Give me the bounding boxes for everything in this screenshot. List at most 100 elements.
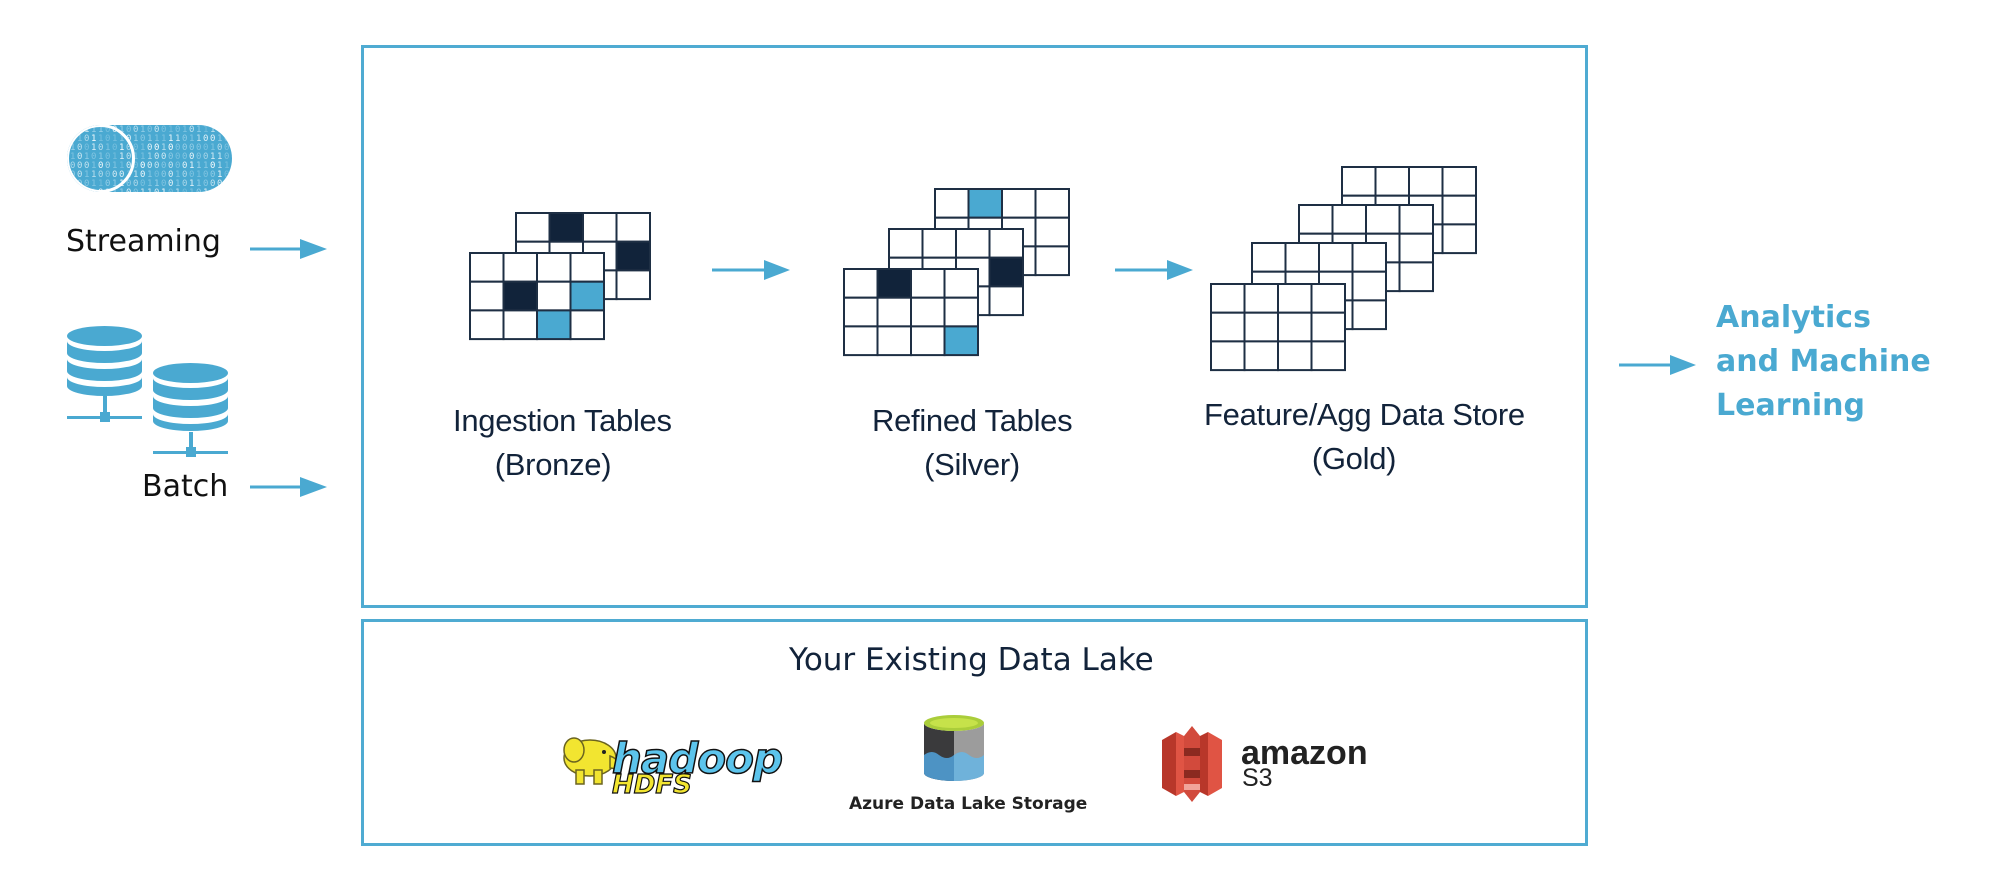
silver-table-icon <box>843 268 979 357</box>
svg-text:1: 1 <box>175 134 180 144</box>
svg-text:1: 1 <box>224 161 229 171</box>
table-cell <box>910 268 946 299</box>
output-line-3: Learning <box>1716 388 1865 423</box>
table-cell <box>582 212 618 243</box>
svg-text:1: 1 <box>231 170 236 180</box>
svg-text:0: 0 <box>70 125 75 135</box>
table-cell <box>569 280 605 312</box>
svg-text:0: 0 <box>98 188 103 198</box>
svg-text:1: 1 <box>84 170 89 180</box>
table-cell <box>988 256 1024 288</box>
svg-text:1: 1 <box>175 188 180 198</box>
svg-text:0: 0 <box>161 125 166 135</box>
silver-to-gold-arrow-icon <box>1115 260 1193 280</box>
svg-text:1: 1 <box>161 188 166 198</box>
table-cell <box>943 325 979 357</box>
database-servers-icon <box>67 326 228 457</box>
table-cell <box>1441 223 1477 255</box>
svg-text:0: 0 <box>203 179 208 189</box>
svg-text:0: 0 <box>154 170 159 180</box>
svg-text:0: 0 <box>77 161 82 171</box>
svg-text:0: 0 <box>189 170 194 180</box>
svg-text:0: 0 <box>168 179 173 189</box>
svg-text:0: 0 <box>203 170 208 180</box>
svg-text:0: 0 <box>161 179 166 189</box>
hadoop-wordmark: hadoop <box>611 733 784 784</box>
output-line-1: Analytics <box>1716 300 1871 335</box>
svg-text:0: 0 <box>182 188 187 198</box>
svg-text:0: 0 <box>224 170 229 180</box>
svg-text:0: 0 <box>189 125 194 135</box>
table-cell <box>1284 242 1320 273</box>
analytics-ml-label: Analytics and Machine Learning <box>1716 296 1931 428</box>
gold-stage-label: Feature/Agg Data Store (Gold) <box>1204 393 1525 481</box>
svg-text:1: 1 <box>70 152 75 162</box>
svg-text:0: 0 <box>231 134 236 144</box>
table-cell <box>1441 166 1477 197</box>
table-cell <box>1310 311 1346 343</box>
svg-text:1: 1 <box>98 134 103 144</box>
svg-text:0: 0 <box>154 152 159 162</box>
table-cell <box>1001 188 1037 219</box>
table-cell <box>1374 166 1410 197</box>
table-cell <box>943 296 979 328</box>
table-cell <box>1243 283 1279 314</box>
svg-text:1: 1 <box>112 152 117 162</box>
svg-text:0: 0 <box>161 170 166 180</box>
svg-text:0: 0 <box>140 161 145 171</box>
svg-text:1: 1 <box>119 125 124 135</box>
svg-text:0: 0 <box>175 143 180 153</box>
svg-text:0: 0 <box>217 143 222 153</box>
svg-text:1: 1 <box>210 143 215 153</box>
svg-text:0: 0 <box>77 188 82 198</box>
svg-text:1: 1 <box>105 143 110 153</box>
svg-text:0: 0 <box>77 152 82 162</box>
svg-text:0: 0 <box>168 152 173 162</box>
svg-text:0: 0 <box>84 161 89 171</box>
svg-text:0: 0 <box>168 170 173 180</box>
table-cell <box>1210 340 1246 372</box>
svg-text:0: 0 <box>126 179 131 189</box>
table-cell <box>615 269 651 301</box>
svg-text:0: 0 <box>231 152 236 162</box>
silver-stage-title: Refined Tables <box>872 403 1073 438</box>
data-lake-title: Your Existing Data Lake <box>789 642 1154 678</box>
existing-data-lake-box <box>361 619 1588 846</box>
svg-text:1: 1 <box>210 152 215 162</box>
svg-text:1: 1 <box>189 188 194 198</box>
arrows-layer <box>250 239 1696 497</box>
svg-text:0: 0 <box>84 143 89 153</box>
svg-text:0: 0 <box>119 170 124 180</box>
svg-text:1: 1 <box>98 179 103 189</box>
table-cell <box>1034 245 1070 277</box>
svg-text:0: 0 <box>224 125 229 135</box>
svg-text:1: 1 <box>91 143 96 153</box>
svg-text:1: 1 <box>119 152 124 162</box>
svg-text:1: 1 <box>189 179 194 189</box>
svg-text:1: 1 <box>133 152 138 162</box>
svg-text:0: 0 <box>84 134 89 144</box>
bronze-table-icon <box>469 252 605 341</box>
svg-text:0: 0 <box>105 152 110 162</box>
svg-text:1: 1 <box>231 179 236 189</box>
batch-label: Batch <box>142 469 229 504</box>
table-cell <box>1243 340 1279 372</box>
svg-text:0: 0 <box>210 179 215 189</box>
table-cell <box>1318 242 1354 273</box>
svg-text:1: 1 <box>175 179 180 189</box>
hdfs-wordmark: HDFS <box>611 769 692 800</box>
table-cell <box>876 296 912 328</box>
streaming-label: Streaming <box>66 224 221 259</box>
output-line-2: and Machine <box>1716 344 1931 379</box>
svg-text:1: 1 <box>217 134 222 144</box>
table-cell <box>988 228 1024 259</box>
svg-text:1: 1 <box>196 170 201 180</box>
svg-text:1: 1 <box>161 134 166 144</box>
svg-text:1: 1 <box>161 143 166 153</box>
svg-text:0: 0 <box>147 161 152 171</box>
svg-text:1: 1 <box>154 134 159 144</box>
svg-text:1: 1 <box>217 170 222 180</box>
svg-text:0: 0 <box>147 143 152 153</box>
table-cell <box>1365 204 1401 235</box>
svg-text:1: 1 <box>140 143 145 153</box>
